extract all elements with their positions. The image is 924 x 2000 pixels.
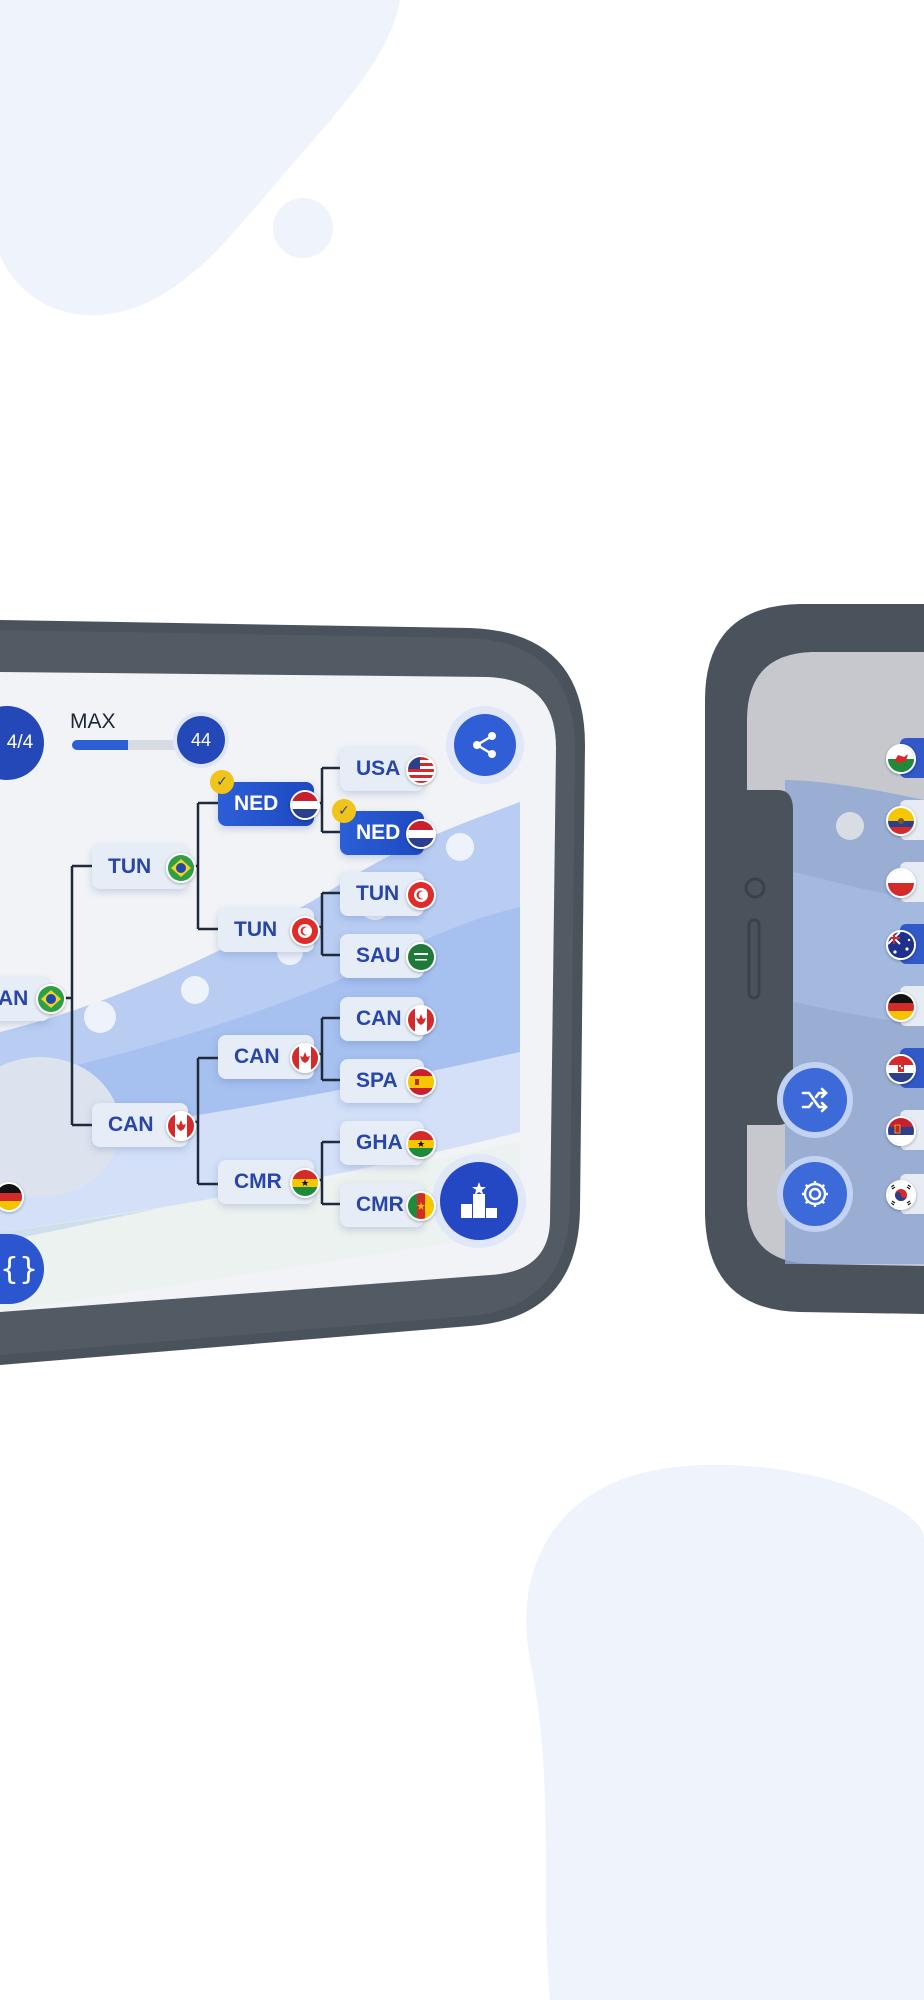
decor-blob-bottom [526, 1464, 924, 2000]
flag-germany-icon [886, 992, 916, 1022]
leaderboard-button[interactable] [440, 1162, 518, 1240]
progress-label: 4/4 [6, 732, 34, 753]
flag-south-korea-icon [886, 1180, 916, 1210]
shuffle-icon [801, 1087, 828, 1113]
flag-croatia-icon [886, 1054, 916, 1084]
team-gha[interactable]: GHA [340, 1121, 424, 1165]
max-value: 44 [190, 729, 212, 750]
flag-canada-icon [406, 1005, 436, 1035]
flag-canada-icon [166, 1111, 196, 1141]
flag-australia-icon [886, 930, 916, 960]
team-code: GHA [356, 1131, 403, 1154]
team-partial-label: AN [0, 987, 29, 1010]
flag-wales-icon [886, 744, 916, 774]
flag-saudi-icon [406, 942, 436, 972]
share-icon [473, 732, 496, 758]
max-progress-track [72, 740, 184, 750]
podium-icon [461, 1182, 497, 1218]
flag-tunisia-icon [406, 880, 436, 910]
flag-serbia-icon [886, 1116, 916, 1146]
flag-usa-icon [406, 755, 436, 785]
team-code: TUN [356, 882, 400, 905]
flag-netherlands-icon [406, 819, 436, 849]
team-code: SPA [356, 1069, 398, 1092]
team-code: NED [234, 792, 279, 815]
team-code: CAN [234, 1045, 280, 1068]
max-label: MAX [70, 710, 116, 733]
flag-ghana-icon [406, 1129, 436, 1159]
selected-check-icon: ✓ [210, 770, 234, 794]
flag-tunisia-icon [290, 916, 320, 946]
flag-brazil-icon [36, 984, 66, 1014]
shuffle-button[interactable] [783, 1068, 847, 1132]
team-code: CAN [108, 1113, 154, 1136]
flag-brazil-icon [166, 853, 196, 883]
team-code: CMR [356, 1193, 404, 1216]
flag-ecuador-icon [886, 806, 916, 836]
flag-germany-icon-partial [0, 1182, 24, 1212]
team-code: SAU [356, 944, 401, 967]
flag-spain-icon [406, 1067, 436, 1097]
flag-netherlands-icon [290, 790, 320, 820]
decor-blob-top [0, 0, 400, 316]
team-code: TUN [108, 855, 152, 878]
team-code: CMR [234, 1170, 282, 1193]
gear-icon [802, 1181, 828, 1207]
flag-ghana-icon [290, 1168, 320, 1198]
max-progress-fill [72, 740, 128, 750]
flag-canada-icon [290, 1043, 320, 1073]
settings-button[interactable] [783, 1162, 847, 1226]
selected-check-icon: ✓ [332, 799, 356, 823]
team-code: CAN [356, 1007, 402, 1030]
team-code: USA [356, 757, 401, 780]
flag-cameroon-icon [406, 1191, 436, 1221]
team-code: NED [356, 821, 401, 844]
share-button[interactable] [454, 714, 516, 776]
team-tun[interactable]: TUN [340, 872, 424, 916]
team-sau[interactable]: SAU [340, 934, 424, 978]
curly-braces-icon: {} [0, 1251, 39, 1287]
team-code: TUN [234, 918, 278, 941]
flag-poland-icon [886, 868, 916, 898]
max-value-badge: 44 [177, 716, 225, 764]
